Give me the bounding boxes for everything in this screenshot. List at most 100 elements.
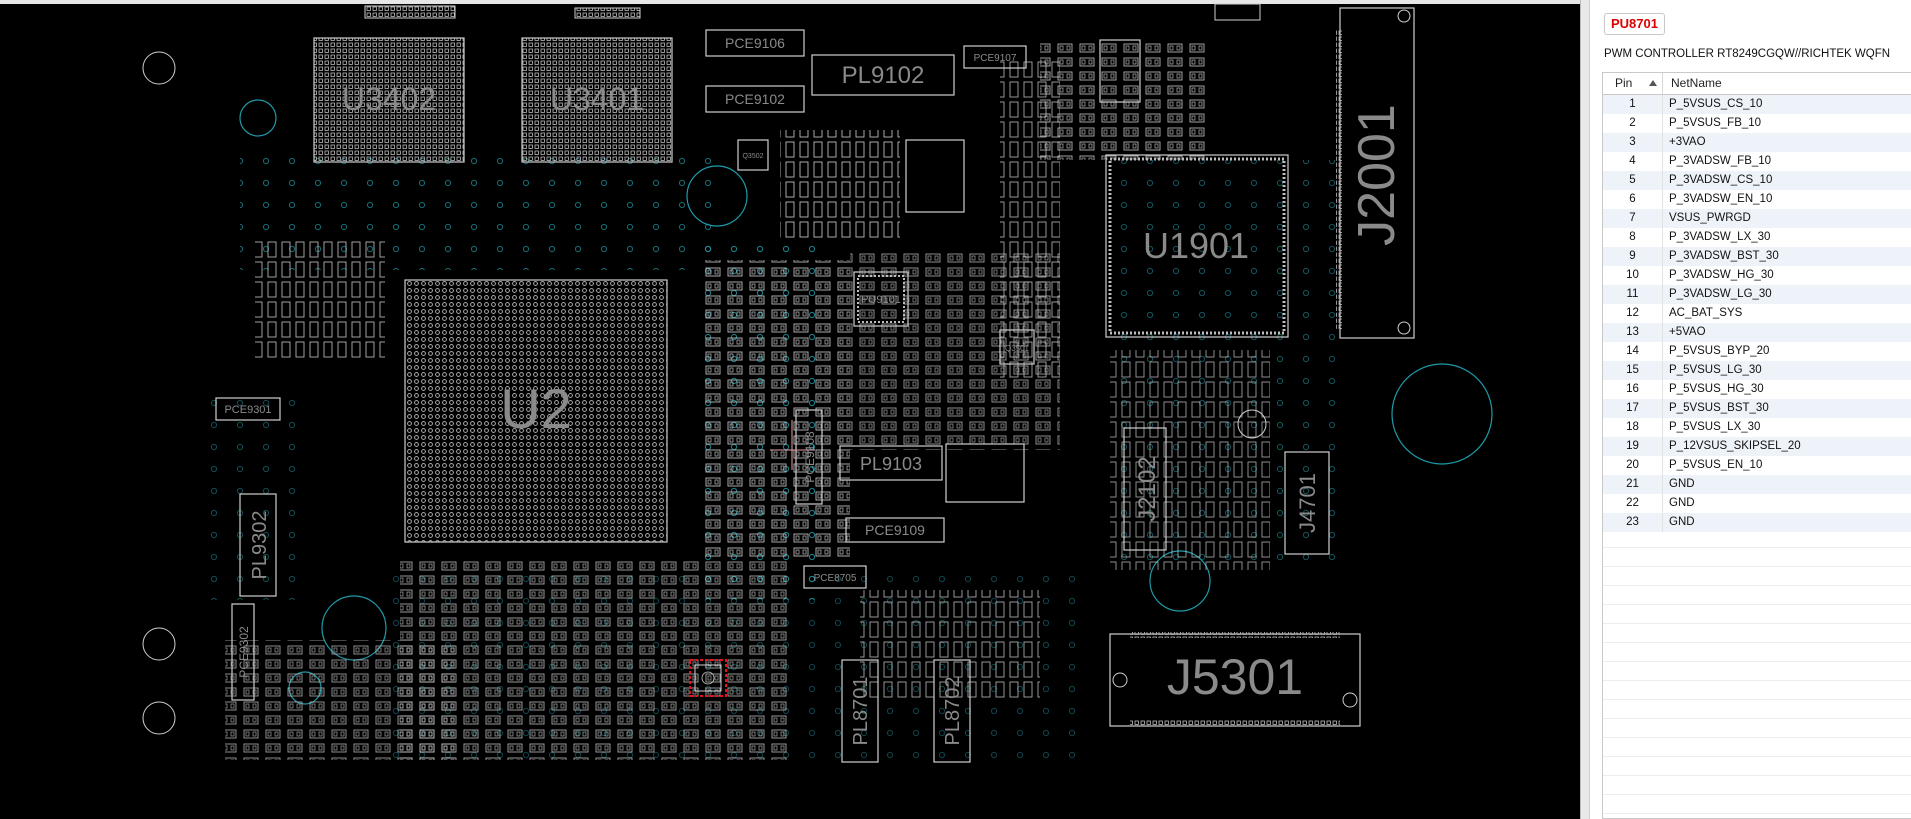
svg-text:PCE9301: PCE9301 (224, 404, 271, 416)
mosfet-q3502: Q3502 (737, 139, 769, 171)
svg-text:Q3501: Q3501 (1005, 344, 1030, 353)
table-row[interactable]: 7 VSUS_PWRGD (1603, 209, 1911, 228)
net-name: P_3VADSW_CS_10 (1669, 174, 1773, 186)
mosfet-cluster (905, 39, 1141, 503)
table-row[interactable]: 10 P_3VADSW_HG_30 (1603, 266, 1911, 285)
table-row[interactable]: 14 P_5VSUS_BYP_20 (1603, 342, 1911, 361)
capacitor-pce9108: PCE9108 (795, 409, 823, 505)
pin-number: 12 (1603, 304, 1663, 323)
chip-pu8701-highlight[interactable] (689, 659, 727, 697)
pin-number: 9 (1603, 247, 1663, 266)
svg-text:PL9102: PL9102 (842, 62, 925, 89)
svg-text:PCE9302: PCE9302 (237, 626, 251, 678)
component-info-panel: PU8701 PWM CONTROLLER RT8249CGQW//RICHTE… (1590, 0, 1911, 819)
pin-number: 19 (1603, 437, 1663, 456)
pin-number: 13 (1603, 323, 1663, 342)
inductor-pl9102: PL9102 (811, 54, 955, 96)
pin-number: 20 (1603, 456, 1663, 475)
svg-text:U3402: U3402 (342, 81, 436, 117)
pin-number: 8 (1603, 228, 1663, 247)
column-header-netname[interactable]: NetName (1671, 76, 1722, 90)
capacitor-pce9302: PCE9302 (231, 603, 255, 701)
pin-number: 2 (1603, 114, 1663, 133)
table-row[interactable]: 18 P_5VSUS_LX_30 (1603, 418, 1911, 437)
pin-number: 15 (1603, 361, 1663, 380)
net-name: VSUS_PWRGD (1669, 212, 1751, 224)
svg-text:PCE9107: PCE9107 (974, 53, 1017, 64)
net-name: P_5VSUS_BST_30 (1669, 402, 1769, 414)
pin-number: 14 (1603, 342, 1663, 361)
connector-j2001: J2001 (1336, 7, 1415, 339)
chip-u3402: U3402 (313, 37, 465, 163)
svg-text:PL9302: PL9302 (249, 511, 271, 580)
pin-number: 6 (1603, 190, 1663, 209)
table-row[interactable]: 9 P_3VADSW_BST_30 (1603, 247, 1911, 266)
inductor-pl8702: PL8702 (933, 659, 971, 763)
net-name: P_3VADSW_HG_30 (1669, 269, 1774, 281)
capacitor-pce9106: PCE9106 (705, 29, 805, 57)
svg-text:PL8702: PL8702 (942, 677, 964, 746)
net-name: P_5VSUS_HG_30 (1669, 383, 1764, 395)
component-name-badge[interactable]: PU8701 (1604, 13, 1665, 35)
capacitor-pce9102: PCE9102 (705, 85, 805, 113)
net-name: P_3VADSW_LG_30 (1669, 288, 1772, 300)
pin-number: 18 (1603, 418, 1663, 437)
capacitor-pce9301: PCE9301 (215, 397, 281, 421)
svg-text:PL8701: PL8701 (850, 677, 872, 746)
inductor-pl9103: PL9103 (839, 445, 943, 481)
net-name: AC_BAT_SYS (1669, 307, 1743, 319)
svg-text:PU9101: PU9101 (861, 294, 901, 306)
pin-number: 4 (1603, 152, 1663, 171)
svg-text:J2001: J2001 (1348, 104, 1406, 246)
column-header-pin[interactable]: Pin (1603, 73, 1663, 94)
pin-number: 7 (1603, 209, 1663, 228)
svg-text:Q3502: Q3502 (742, 153, 763, 160)
table-row[interactable]: 3+3VAO (1603, 133, 1911, 152)
table-row[interactable]: 1 P_5VSUS_CS_10 (1603, 95, 1911, 114)
table-row[interactable]: 12 AC_BAT_SYS (1603, 304, 1911, 323)
cursor-crosshair (770, 420, 815, 470)
net-name: P_5VSUS_CS_10 (1669, 98, 1763, 110)
capacitor-pce8705: PCE8705 (803, 565, 867, 589)
net-name: GND (1669, 478, 1695, 490)
board-edge (0, 0, 1580, 4)
component-description: PWM CONTROLLER RT8249CGQW//RICHTEK WQFN (1604, 48, 1891, 60)
capacitor-pce9109: PCE9109 (845, 517, 945, 543)
column-header-pin-label: Pin (1615, 76, 1633, 90)
table-row[interactable]: 13 +5VAO (1603, 323, 1911, 342)
net-name: P_5VSUS_BYP_20 (1669, 345, 1770, 357)
pcb-board-view[interactable]: U3402 U3401 U2 U1901 J2001 J5301 J2102 (0, 0, 1580, 819)
net-name: +3VAO (1669, 136, 1706, 148)
svg-text:U3401: U3401 (550, 81, 644, 117)
net-name: P_5VSUS_LX_30 (1669, 421, 1761, 433)
inductor-pl9302: PL9302 (239, 493, 277, 597)
net-name: +5VAO (1669, 326, 1706, 338)
svg-text:PCE9102: PCE9102 (725, 91, 785, 107)
panel-splitter[interactable] (1580, 0, 1590, 819)
svg-text:J4701: J4701 (1295, 473, 1320, 533)
inductor-pl8701: PL8701 (841, 659, 879, 763)
svg-text:PCE8705: PCE8705 (814, 573, 857, 584)
chip-u2: U2 (404, 279, 668, 543)
net-name: P_3VADSW_BST_30 (1669, 250, 1779, 262)
pin-number: 10 (1603, 266, 1663, 285)
connector-j4701: J4701 (1284, 451, 1330, 555)
pin-number: 1 (1603, 95, 1663, 114)
chip-u1901: U1901 (1105, 154, 1289, 338)
